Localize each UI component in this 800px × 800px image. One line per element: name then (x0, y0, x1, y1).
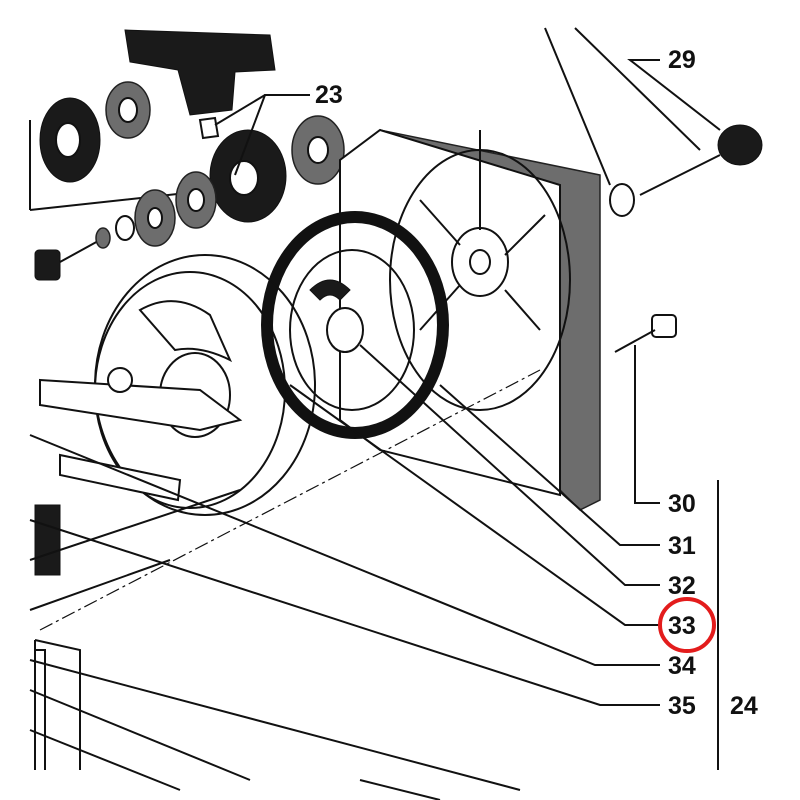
fan-housing (339, 128, 601, 511)
highlight-circle (658, 597, 716, 653)
callout-30: 30 (668, 490, 696, 518)
callout-35: 35 (668, 692, 696, 720)
slide-rail (39, 367, 243, 502)
fan-ring (261, 211, 449, 439)
bearing-23 (134, 115, 345, 247)
callout-34: 34 (668, 652, 696, 680)
bearing-group-left (29, 81, 261, 211)
center-axis (39, 369, 541, 631)
callout-23: 23 (315, 81, 343, 109)
screw-left (34, 215, 135, 281)
callout-29: 29 (668, 46, 696, 74)
callout-31: 31 (668, 532, 696, 560)
leader-lines (29, 27, 721, 800)
callout-24: 24 (730, 692, 758, 720)
upper-casting (124, 29, 276, 140)
screw-29 (609, 124, 763, 217)
callout-33: 33 (668, 612, 696, 640)
callout-32: 32 (668, 572, 696, 600)
screw-30 (614, 314, 677, 353)
